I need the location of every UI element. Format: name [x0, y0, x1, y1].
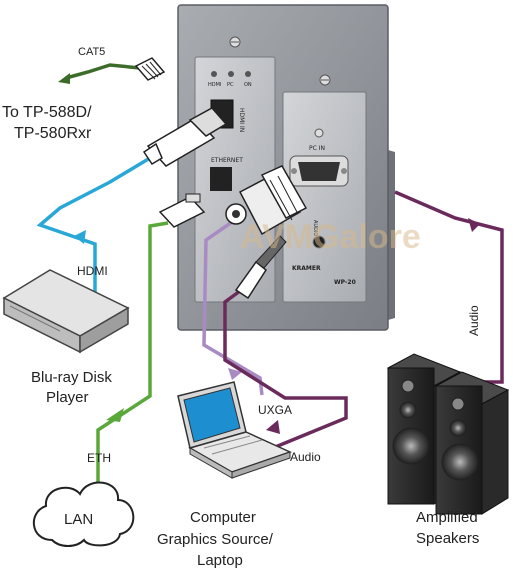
screw-icon	[319, 74, 331, 86]
computer-label-line3: Laptop	[197, 552, 243, 569]
arrow-icon	[106, 408, 124, 422]
lan-cloud-icon	[32, 481, 135, 547]
to-tp-label-line1: To TP-588D/	[2, 104, 92, 121]
model-label: WP-20	[334, 279, 356, 286]
hdmi-plug-icon	[142, 107, 228, 167]
to-tp-label-line2: TP-580Rxr	[14, 125, 92, 142]
vga-port-icon	[289, 155, 349, 187]
eth-label: ETH	[87, 451, 111, 465]
on-led-icon	[245, 71, 251, 77]
computer-label-line1: Computer	[190, 509, 256, 526]
hdmi-label: HDMI	[77, 264, 108, 278]
cat5-cable	[58, 57, 166, 84]
bluray-label-line2: Player	[46, 389, 89, 406]
led-label-pc: PC	[227, 82, 234, 88]
audio-plug-icon	[234, 235, 287, 300]
wall-plate: HDMI PC ON HDMI IN ETHERNET PC IN AUDIO …	[177, 4, 395, 331]
uxga-label: UXGA	[258, 403, 292, 417]
cat5-label: CAT5	[78, 46, 105, 58]
vga-plug-icon	[225, 165, 308, 236]
laptop-icon	[177, 381, 293, 479]
hdmi-cable	[36, 107, 228, 292]
lan-label: LAN	[64, 511, 93, 528]
kramer-logo: KRAMER	[292, 265, 321, 272]
audio-laptop-label: Audio	[290, 450, 321, 464]
led-label-hdmi: HDMI	[208, 82, 221, 88]
speakers-label-line2: Speakers	[416, 530, 479, 547]
watermark-text: AVMGalore	[240, 218, 421, 256]
audio-in-label: AUDIO IN	[312, 220, 318, 243]
arrow-icon	[228, 368, 242, 380]
arrow-icon	[74, 230, 86, 244]
audio-cable-laptop	[223, 235, 348, 452]
pc-in-label: PC IN	[309, 145, 325, 152]
arrow-icon	[468, 218, 480, 232]
speakers-label-line1: Amplified	[416, 509, 478, 526]
rj45-connector-icon	[134, 57, 166, 81]
audio-jack-icon	[312, 235, 326, 249]
bluray-player-icon	[2, 269, 130, 354]
hdmi-in-label: HDMI IN	[238, 108, 245, 132]
audio-cable-speakers	[394, 190, 504, 384]
led-label-on: ON	[244, 82, 252, 88]
computer-label-line2: Graphics Source/	[157, 531, 274, 548]
audio-speakers-label: Audio	[467, 305, 481, 336]
speaker-right-icon	[434, 371, 510, 515]
screw-icon	[229, 36, 241, 48]
ethernet-port-icon	[210, 167, 232, 191]
pc-led-icon	[228, 71, 234, 77]
ethernet-plug-icon	[158, 193, 206, 228]
hdmi-led-icon	[211, 71, 217, 77]
arrow-icon	[266, 420, 280, 434]
arrow-icon	[58, 73, 70, 84]
uxga-cable	[202, 165, 308, 396]
bluray-label-line1: Blu-ray Disk	[31, 369, 112, 386]
eth-cable	[96, 193, 206, 490]
screw-icon	[314, 128, 324, 138]
ethernet-label: ETHERNET	[211, 157, 243, 164]
